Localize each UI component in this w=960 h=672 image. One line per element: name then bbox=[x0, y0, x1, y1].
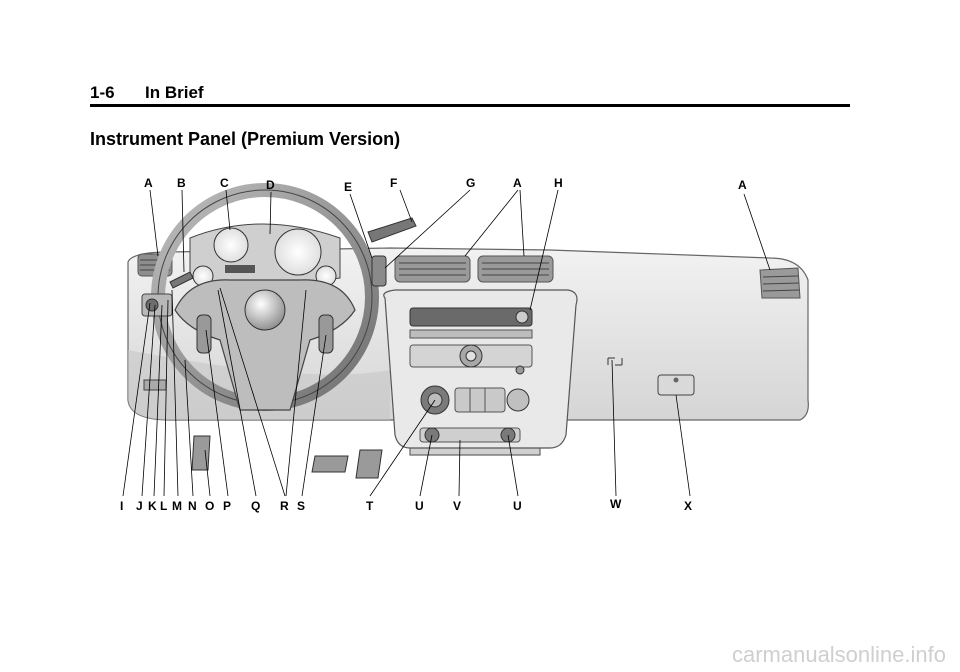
radio-unit bbox=[409, 307, 533, 375]
callout-bottom-p: P bbox=[223, 499, 231, 513]
callout-top-a2: A bbox=[513, 176, 522, 190]
callout-bottom-m: M bbox=[172, 499, 182, 513]
watermark: carmanualsonline.info bbox=[731, 642, 946, 667]
steering-wheel bbox=[151, 183, 379, 411]
page-header: 1-6 In Brief bbox=[90, 83, 850, 105]
section-title: In Brief bbox=[145, 83, 204, 102]
callout-bottom-u2: U bbox=[513, 499, 522, 513]
leader-lines bbox=[122, 189, 771, 497]
callout-bottom-j: J bbox=[136, 499, 143, 513]
callout-bottom-i: I bbox=[120, 499, 123, 513]
header-rule bbox=[90, 104, 850, 107]
center-air-vent-left bbox=[394, 255, 471, 283]
callout-top-d: D bbox=[266, 178, 275, 192]
callout-bottom-w: W bbox=[610, 497, 622, 511]
callout-top-h: H bbox=[554, 176, 563, 190]
column-shifter bbox=[371, 255, 387, 287]
callout-bottom-o: O bbox=[205, 499, 214, 513]
page-number: 1-6 bbox=[90, 83, 115, 102]
turn-signal-stalk bbox=[169, 271, 194, 289]
figure-title: Instrument Panel (Premium Version) bbox=[90, 129, 401, 149]
right-air-vent bbox=[759, 267, 801, 299]
callout-bottom-v: V bbox=[453, 499, 461, 513]
callout-bottom-n: N bbox=[188, 499, 197, 513]
wiper-stalk bbox=[367, 217, 417, 243]
callout-bottom-k: K bbox=[148, 499, 157, 513]
callout-top-b: B bbox=[177, 176, 186, 190]
callout-top-a1: A bbox=[144, 176, 153, 190]
callout-top-f: F bbox=[390, 176, 397, 190]
callout-bottom-u1: U bbox=[415, 499, 424, 513]
callout-bottom-x: X bbox=[684, 499, 692, 513]
callout-top-g: G bbox=[466, 176, 475, 190]
callout-bottom-s: S bbox=[297, 499, 305, 513]
callout-top-e: E bbox=[344, 180, 352, 194]
callout-top-c: C bbox=[220, 176, 229, 190]
pedals bbox=[191, 435, 383, 479]
instrument-cluster bbox=[189, 223, 341, 287]
callout-top-a3: A bbox=[738, 178, 747, 192]
callout-bottom-l: L bbox=[160, 499, 167, 513]
callout-bottom-t: T bbox=[366, 499, 374, 513]
instrument-panel-illustration: A B C D E F G A H A I J K L M N O P Q R … bbox=[120, 176, 809, 513]
callout-bottom-r: R bbox=[280, 499, 289, 513]
callout-bottom-q: Q bbox=[251, 499, 260, 513]
